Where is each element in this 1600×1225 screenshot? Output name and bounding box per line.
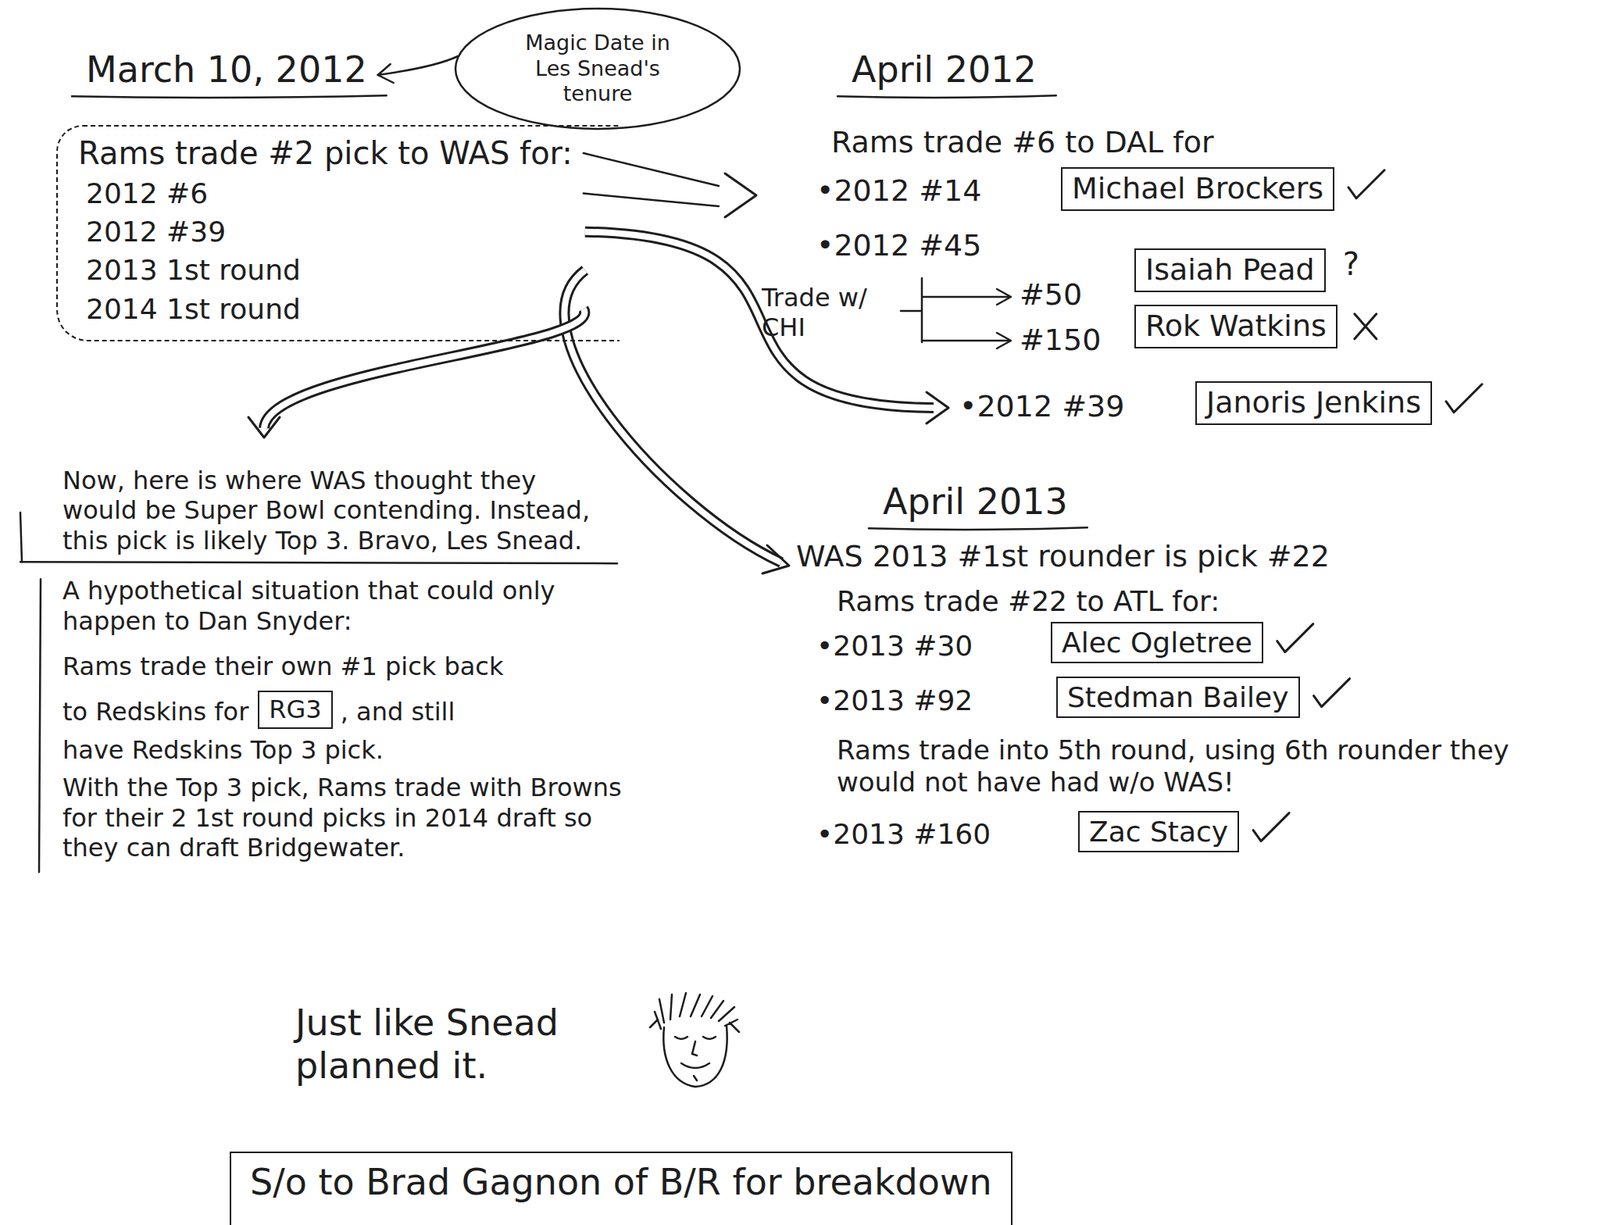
callout-oval: Magic Date in Les Snead's tenure bbox=[453, 6, 743, 132]
pick-number: #50 bbox=[1019, 277, 1083, 314]
note-text: With the Top 3 pick, Rams trade with Bro… bbox=[62, 772, 625, 863]
note-text: WAS 2013 #1st rounder is pick #22 bbox=[796, 539, 1330, 575]
pick-bullet: •2012 #14 bbox=[816, 173, 982, 210]
check-mark bbox=[1253, 813, 1290, 842]
note-text: Now, here is where WAS thought they woul… bbox=[62, 465, 615, 556]
pick-item: 2014 1st round bbox=[78, 292, 573, 326]
box-text: RG3 bbox=[268, 694, 322, 725]
face-beard bbox=[693, 1075, 697, 1081]
pick-bullet: •2013 #160 bbox=[816, 817, 991, 851]
note-text: have Redskins Top 3 pick. bbox=[62, 735, 384, 765]
date-heading: April 2013 bbox=[882, 480, 1068, 524]
heading-underline bbox=[868, 527, 1088, 530]
name-box: Janoris Jenkins bbox=[1195, 381, 1433, 425]
pick-arrowhead bbox=[762, 545, 790, 574]
check-mark bbox=[1446, 384, 1483, 413]
note-text: Trade w/ CHI bbox=[761, 282, 895, 343]
credit-box: S/o to Brad Gagnon of B/R for breakdown bbox=[229, 1151, 1013, 1225]
note-text: Rams trade their own #1 pick back bbox=[62, 651, 504, 682]
trade-line bbox=[583, 153, 719, 186]
face-mouth bbox=[681, 1063, 710, 1068]
note-text: Rams trade #6 to DAL for bbox=[831, 125, 1215, 161]
pick-bullet: •2012 #45 bbox=[816, 228, 982, 265]
box-text: Isaiah Pead bbox=[1145, 252, 1315, 289]
name-box: Rok Watkins bbox=[1134, 304, 1338, 349]
pick-arrow bbox=[564, 270, 782, 563]
name-box: Michael Brockers bbox=[1060, 167, 1335, 211]
pick-arrowhead bbox=[926, 392, 949, 424]
note-text: A hypothetical situation that could only… bbox=[62, 575, 625, 636]
pick-item: 2012 #6 bbox=[78, 176, 573, 211]
date-heading: April 2012 bbox=[851, 48, 1037, 92]
pick-arrow bbox=[264, 308, 585, 429]
box-text: Rok Watkins bbox=[1145, 308, 1327, 345]
pick-arrowhead bbox=[248, 417, 280, 438]
note-text: Rams trade into 5th round, using 6th rou… bbox=[836, 734, 1517, 799]
divider-line bbox=[20, 561, 618, 564]
name-box: Zac Stacy bbox=[1078, 810, 1240, 853]
reject-mark bbox=[1354, 314, 1377, 340]
bracket-line bbox=[20, 512, 22, 562]
pick-bullet: •2012 #39 bbox=[959, 389, 1125, 425]
pick-bullet: •2013 #92 bbox=[816, 683, 973, 718]
box-text: S/o to Brad Gagnon of B/R for breakdown bbox=[250, 1160, 993, 1204]
split-bracket bbox=[900, 278, 1010, 343]
callout-arrow bbox=[378, 64, 394, 83]
box-text: Janoris Jenkins bbox=[1206, 385, 1422, 422]
pick-item: 2013 1st round bbox=[78, 253, 573, 287]
check-mark bbox=[1314, 678, 1350, 708]
date-heading: March 10, 2012 bbox=[85, 48, 368, 92]
pick-arrow bbox=[264, 308, 585, 429]
face-outline bbox=[663, 1025, 727, 1087]
snead-face bbox=[650, 992, 740, 1087]
name-box: Isaiah Pead bbox=[1134, 248, 1326, 293]
box-text: Michael Brockers bbox=[1071, 171, 1324, 208]
trade-group: Rams trade #2 pick to WAS for:2012 #6201… bbox=[56, 125, 620, 342]
closing-quip: Just like Snead planned it. bbox=[295, 1001, 640, 1088]
face-eyes bbox=[675, 1036, 716, 1040]
question-mark: ? bbox=[1342, 245, 1360, 283]
note-text: , and still bbox=[340, 696, 456, 727]
box-text: Zac Stacy bbox=[1089, 814, 1229, 849]
pick-item: 2012 #39 bbox=[78, 214, 573, 249]
box-text: Stedman Bailey bbox=[1067, 680, 1290, 715]
bracket-line bbox=[39, 578, 41, 872]
oval-text: Magic Date in Les Snead's tenure bbox=[507, 6, 688, 132]
name-box: Stedman Bailey bbox=[1056, 676, 1300, 718]
heading-underline bbox=[71, 95, 387, 98]
box-text: Alec Ogletree bbox=[1061, 625, 1253, 660]
heading-underline bbox=[837, 95, 1057, 98]
check-mark bbox=[1277, 624, 1314, 653]
trade-chevron bbox=[725, 173, 757, 218]
trade-line bbox=[583, 193, 719, 207]
pick-arrow bbox=[564, 270, 782, 563]
pick-number: #150 bbox=[1019, 322, 1101, 359]
group-heading: Rams trade #2 pick to WAS for: bbox=[78, 134, 573, 172]
face-hair bbox=[650, 992, 740, 1033]
face-nose bbox=[692, 1041, 697, 1056]
check-mark bbox=[1348, 170, 1385, 199]
note-text: to Redskins for bbox=[62, 696, 249, 727]
name-box: Alec Ogletree bbox=[1050, 621, 1264, 664]
player-box: RG3 bbox=[257, 690, 333, 729]
pick-bullet: •2013 #30 bbox=[816, 628, 973, 663]
note-text: Rams trade #22 to ATL for: bbox=[836, 584, 1220, 618]
split-arrowhead bbox=[996, 289, 1011, 349]
